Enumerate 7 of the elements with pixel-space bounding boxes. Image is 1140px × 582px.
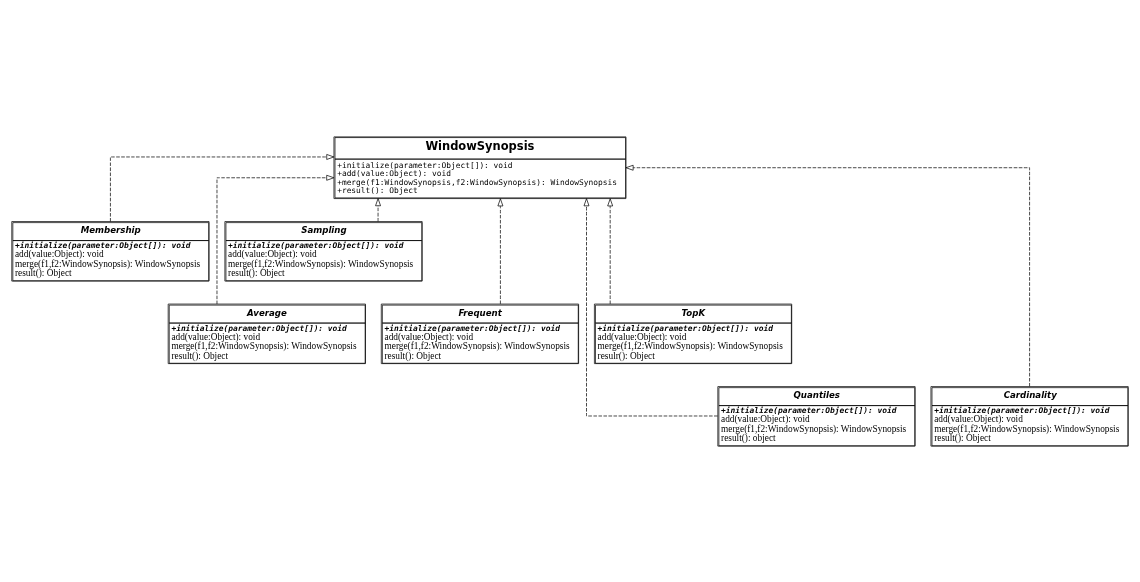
arrow xyxy=(497,197,504,304)
arrow xyxy=(110,153,335,222)
arrow xyxy=(216,174,335,304)
arrow xyxy=(375,197,381,222)
arrow xyxy=(625,164,1030,387)
arrow xyxy=(583,197,718,416)
arrow xyxy=(607,197,614,304)
